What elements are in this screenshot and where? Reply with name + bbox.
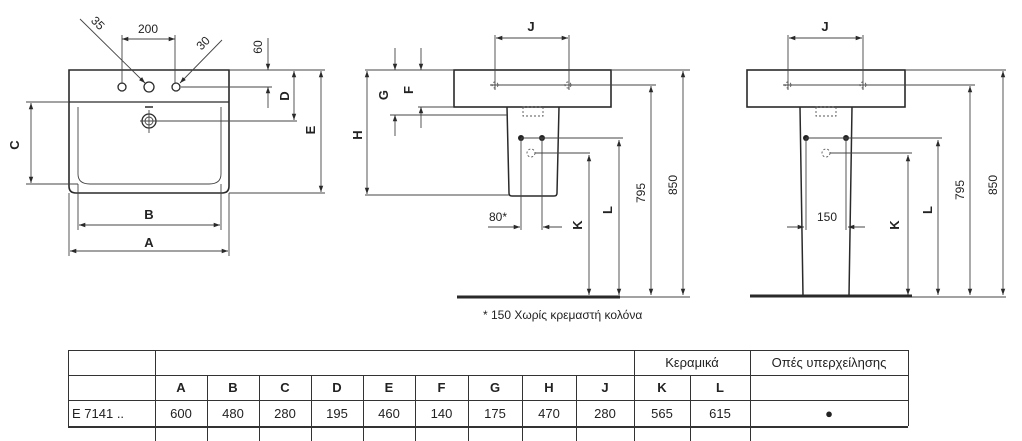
dim-795-label: 795 (953, 180, 967, 200)
dim-G-label: G (376, 90, 391, 100)
header-overflow: Οπές υπερχείλησης (771, 355, 887, 370)
value-L: 615 (709, 405, 731, 421)
dim-H-label: H (350, 130, 365, 139)
dim-K-label: K (887, 220, 902, 230)
dim-J-label: J (821, 19, 828, 34)
dim-60-label: 60 (251, 40, 265, 54)
model-cell: E 7141 .. (72, 405, 125, 421)
footnote: * 150 Χωρίς κρεμαστή κολόνα (483, 308, 643, 322)
value-B: 480 (222, 405, 244, 421)
value-F: 140 (430, 405, 453, 421)
dim-L-label: L (920, 206, 935, 214)
dim-K-label: K (570, 220, 585, 230)
dim-850-label: 850 (666, 175, 680, 195)
dim-200-label: 200 (138, 22, 158, 36)
dim-E-label: E (303, 125, 318, 134)
value-K: 565 (651, 405, 673, 421)
dim-D-label: D (277, 91, 292, 100)
dim-J-label: J (527, 19, 534, 34)
basin-side-view-semi-pedestal: J G F H 80* K L 795 850 (350, 19, 690, 299)
col-header-H: H (544, 380, 554, 395)
col-header-A: A (176, 380, 186, 395)
value-G: 175 (484, 405, 506, 421)
dim-A-label: A (144, 235, 154, 250)
col-header-C: C (280, 380, 290, 395)
col-header-K: K (657, 380, 667, 395)
dim-795-label: 795 (634, 183, 648, 203)
value-A: 600 (170, 405, 192, 421)
dimensions-table: Κεραμικά Οπές υπερχείλησης A B C D E F G… (68, 350, 909, 441)
col-header-J: J (601, 380, 609, 395)
col-header-F: F (437, 380, 446, 395)
col-header-D: D (332, 380, 342, 395)
overflow-indicator: ● (825, 405, 833, 421)
value-E: 460 (378, 405, 400, 421)
dim-80-label: 80* (489, 210, 507, 224)
header-ceramic: Κεραμικά (665, 355, 719, 370)
value-C: 280 (274, 405, 296, 421)
value-D: 195 (326, 405, 348, 421)
dim-30-label: 30 (193, 33, 213, 53)
dim-B-label: B (144, 207, 153, 222)
value-H: 470 (538, 405, 560, 421)
col-header-G: G (489, 380, 501, 395)
col-header-L: L (716, 380, 724, 395)
dim-150-label: 150 (817, 210, 837, 224)
basin-top-view: 200 35 30 60 D E C B A (7, 13, 325, 256)
dim-C-label: C (7, 140, 22, 150)
col-header-E: E (384, 380, 394, 395)
basin-side-view-full-pedestal: J 150 K L 795 850 (746, 19, 1006, 298)
dim-F-label: F (401, 86, 416, 94)
col-header-B: B (228, 380, 238, 395)
dim-850-label: 850 (986, 175, 1000, 195)
value-J: 280 (594, 405, 616, 421)
dim-L-label: L (600, 206, 615, 214)
